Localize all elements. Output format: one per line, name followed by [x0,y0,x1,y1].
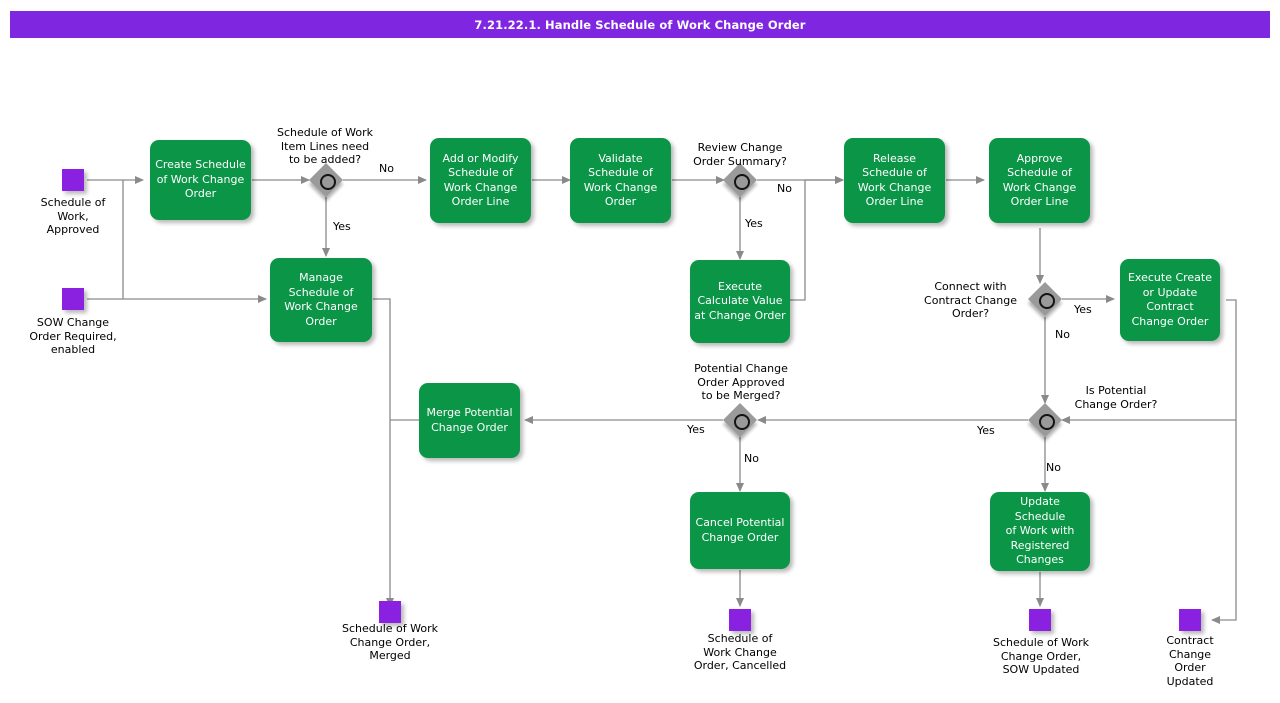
flow-label-merge-yes: Yes [687,423,705,436]
task-label: Cancel Potential Change Order [695,516,785,544]
flow-label-item-lines-no: No [379,162,394,175]
end-event-merged-label: Schedule of Work Change Order, Merged [342,622,438,662]
task-label: Execute Calculate Value at Change Order [694,279,786,322]
gateway-review-change-order-summary-label: Review Change Order Summary? [693,141,787,168]
start-event-sow-change-required[interactable] [62,288,84,310]
task-validate-schedule-of-work-change-order[interactable]: Validate Schedule of Work Change Order [570,138,671,223]
task-label: Release Schedule of Work Change Order Li… [857,151,932,209]
end-event-cancelled[interactable] [729,609,751,631]
task-label: Add or Modify Schedule of Work Change Or… [442,151,519,209]
gateway-connect-with-contract-change-order[interactable] [1028,282,1062,316]
flow-label-item-lines-yes: Yes [333,220,351,233]
task-label: Create Schedule of Work Change Order [155,158,246,201]
task-cancel-potential-change-order[interactable]: Cancel Potential Change Order [690,492,790,569]
gateway-circle-icon [1039,293,1055,309]
flow-label-review-no: No [777,182,792,195]
page-title: 7.21.22.1. Handle Schedule of Work Chang… [10,11,1270,38]
task-manage-schedule-of-work-change-order[interactable]: Manage Schedule of Work Change Order [270,258,372,342]
flow-label-connect-yes: Yes [1074,303,1092,316]
task-update-schedule-of-work-with-registered-changes[interactable]: Update Schedule of Work with Registered … [990,492,1090,571]
gateway-circle-icon [734,174,750,190]
start-event-sow-change-required-label: SOW Change Order Required, enabled [29,316,117,356]
task-add-or-modify-schedule-of-work-change-order-line[interactable]: Add or Modify Schedule of Work Change Or… [430,138,531,223]
task-approve-schedule-of-work-change-order-line[interactable]: Approve Schedule of Work Change Order Li… [989,138,1090,223]
gateway-connect-with-contract-change-order-label: Connect with Contract Change Order? [924,280,1017,320]
task-create-schedule-of-work-change-order[interactable]: Create Schedule of Work Change Order [150,140,251,220]
task-release-schedule-of-work-change-order-line[interactable]: Release Schedule of Work Change Order Li… [844,138,945,223]
task-label: Approve Schedule of Work Change Order Li… [1002,151,1077,209]
flow-label-potential-yes: Yes [977,424,995,437]
gateway-circle-icon [320,174,336,190]
task-execute-calculate-value-at-change-order[interactable]: Execute Calculate Value at Change Order [690,260,790,343]
task-label: Manage Schedule of Work Change Order [284,271,358,328]
flow-label-potential-no: No [1046,461,1061,474]
gateway-schedule-of-work-item-lines-label: Schedule of Work Item Lines need to be a… [277,126,373,166]
flow-label-merge-no: No [744,452,759,465]
gateway-circle-icon [734,414,750,430]
flow-label-connect-no: No [1055,328,1070,341]
end-event-sow-updated-label: Schedule of Work Change Order, SOW Updat… [993,636,1089,676]
end-event-contract-change-order-updated[interactable] [1179,609,1201,631]
start-event-sow-approved-label: Schedule of Work, Approved [40,196,106,236]
gateway-is-potential-change-order[interactable] [1028,403,1062,437]
task-merge-potential-change-order[interactable]: Merge Potential Change Order [419,383,520,458]
gateway-is-potential-change-order-label: Is Potential Change Order? [1074,384,1158,411]
end-event-merged[interactable] [379,601,401,623]
end-event-sow-updated[interactable] [1029,609,1051,631]
flow-label-review-yes: Yes [745,217,763,230]
task-label: Update Schedule of Work with Registered … [1005,495,1075,567]
gateway-review-change-order-summary[interactable] [723,163,757,197]
end-event-cancelled-label: Schedule of Work Change Order, Cancelled [693,632,787,672]
task-execute-create-or-update-contract-change-order[interactable]: Execute Create or Update Contract Change… [1120,259,1220,341]
gateway-potential-change-order-approved-to-be-merged[interactable] [723,403,757,437]
gateway-circle-icon [1039,414,1055,430]
end-event-contract-change-order-updated-label: Contract Change Order Updated [1166,634,1214,688]
gateway-schedule-of-work-item-lines[interactable] [309,163,343,197]
task-label: Execute Create or Update Contract Change… [1127,271,1213,328]
task-label: Merge Potential Change Order [426,406,513,434]
task-label: Validate Schedule of Work Change Order [583,151,658,209]
start-event-sow-approved[interactable] [62,169,84,191]
gateway-potential-change-order-approved-to-be-merged-label: Potential Change Order Approved to be Me… [694,362,788,402]
